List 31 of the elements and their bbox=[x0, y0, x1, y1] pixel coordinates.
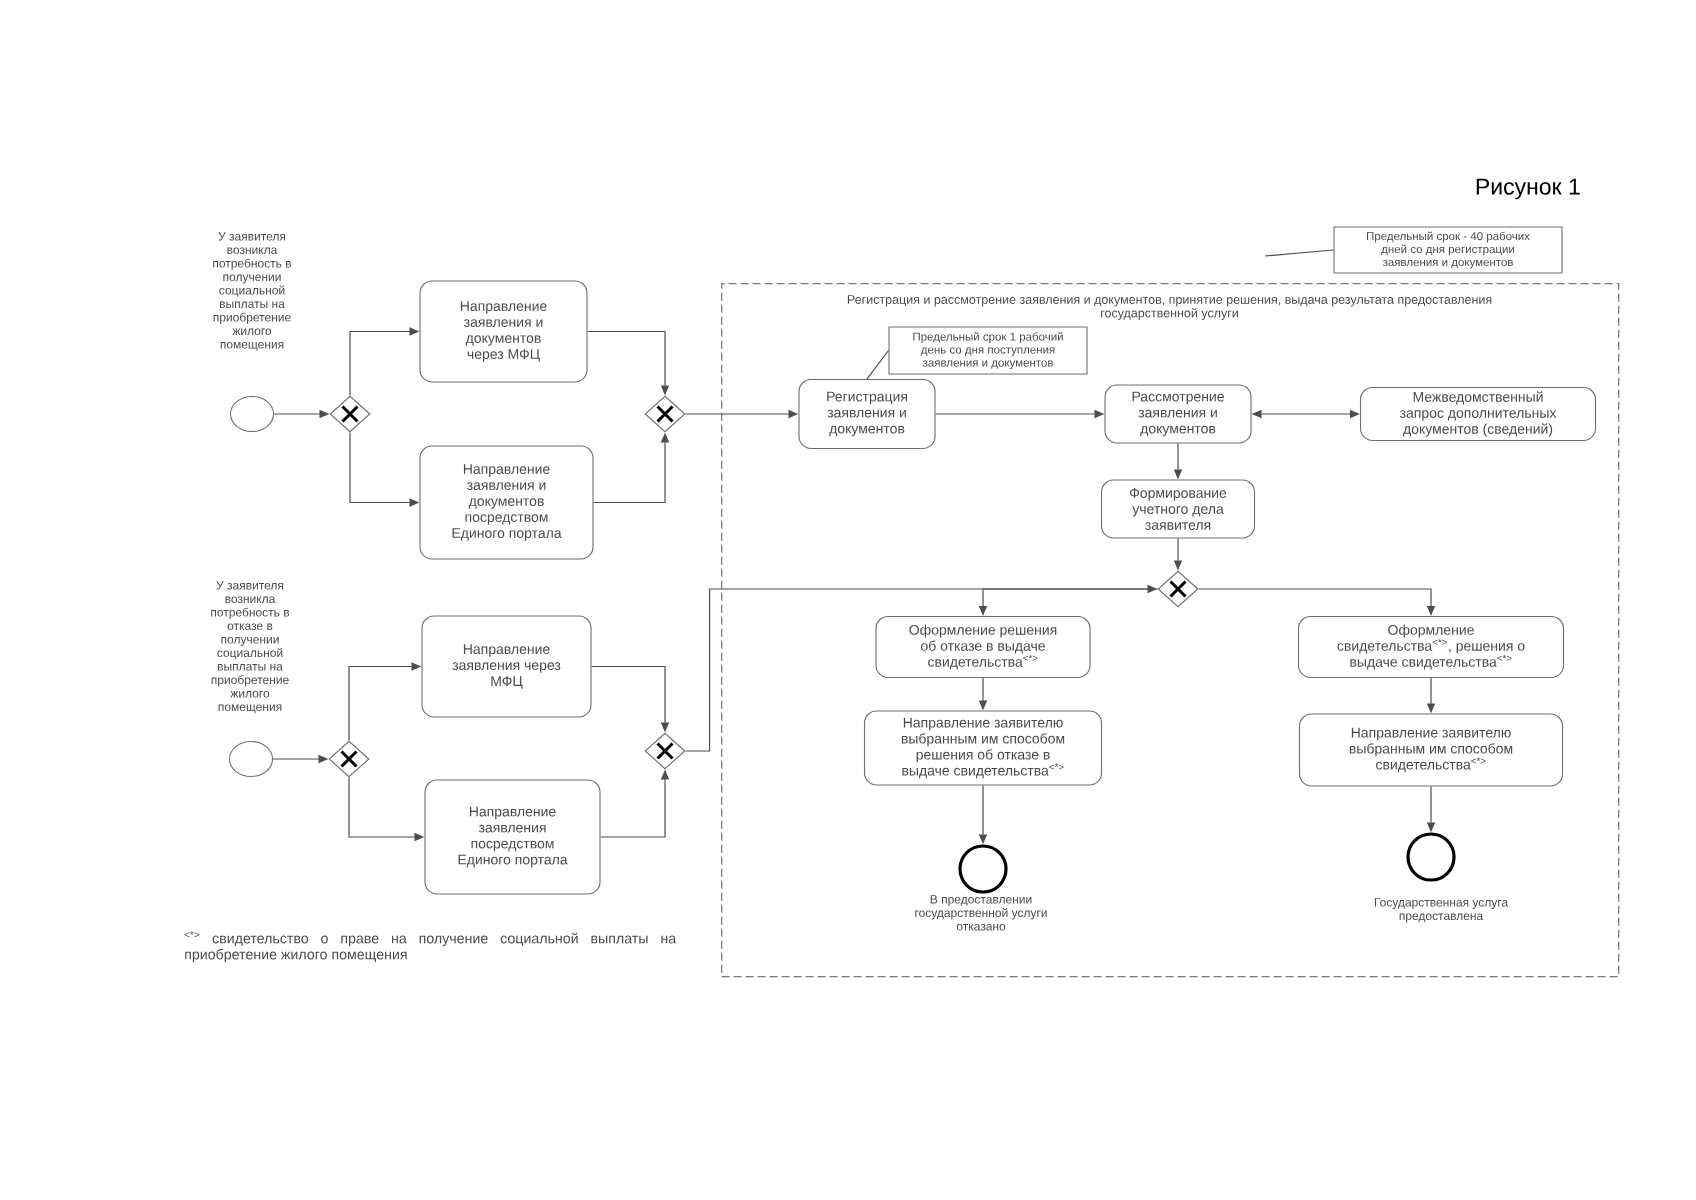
gateway-diamond bbox=[328, 740, 370, 778]
process-box: Оформление решения об отказе в выдаче свидетельства$^{<*>}$ bbox=[875, 615, 1091, 679]
leader-line bbox=[1264, 249, 1335, 257]
note-box: Предельный срок - 40 рабочих дней со дня регистрации заявления и документов bbox=[1333, 226, 1563, 274]
event-label: В предоставлении государственной услуги отказано bbox=[915, 895, 1047, 931]
event-label: У заявителя возникла потребность в получении социальной выплаты на приобретение жилого помещения bbox=[213, 232, 292, 351]
process-box: Направление заявления и документов через МФЦ bbox=[419, 280, 588, 383]
process-box: Направление заявления через МФЦ bbox=[421, 615, 592, 718]
start-event-circle bbox=[228, 740, 274, 778]
gateway-diamond bbox=[329, 395, 371, 433]
gateway-diamond bbox=[1157, 570, 1199, 608]
gateway-diamond bbox=[644, 395, 686, 433]
process-box: Направление заявителю выбранным им способом свидетельства$^{<*>}$ bbox=[1298, 713, 1564, 787]
process-box: Направление заявления и документов посредством Единого портала bbox=[419, 445, 594, 560]
start-event-circle bbox=[229, 395, 275, 433]
process-box: Межведомственный запрос дополнительных документов (сведений) bbox=[1359, 386, 1597, 442]
footnote: $^{<*>}$ свидетельство о праве на получение социальной выплаты на приобретение жилого помещения bbox=[184, 931, 677, 963]
leader-line bbox=[866, 349, 890, 380]
gateway-diamond bbox=[644, 732, 686, 770]
event-label: У заявителя возникла потребность в отказе в получении социальной выплаты на приобретение жилого помещения bbox=[211, 581, 290, 714]
event-label: Государственная услуга предоставлена bbox=[1374, 898, 1509, 923]
end-event-circle bbox=[958, 844, 1008, 894]
process-box: Регистрация заявления и документов bbox=[798, 378, 936, 450]
note-box: Предельный срок 1 рабочий день со дня поступления заявления и документов bbox=[888, 326, 1088, 375]
process-box: Формирование учетного дела заявителя bbox=[1100, 479, 1256, 539]
figure-title: Рисунок 1 bbox=[1476, 178, 1580, 200]
process-box: Направление заявления посредством Единого портала bbox=[424, 779, 601, 895]
process-box: Направление заявителю выбранным им способом решения об отказе в выдаче свидетельства$^{<*>}$ bbox=[863, 710, 1103, 786]
end-event-circle bbox=[1406, 832, 1456, 882]
process-box: Оформление свидетельства$^{<*>}$, решения о выдаче свидетельства$^{<*>}$ bbox=[1297, 615, 1565, 679]
process-box: Рассмотрение заявления и документов bbox=[1104, 384, 1252, 444]
